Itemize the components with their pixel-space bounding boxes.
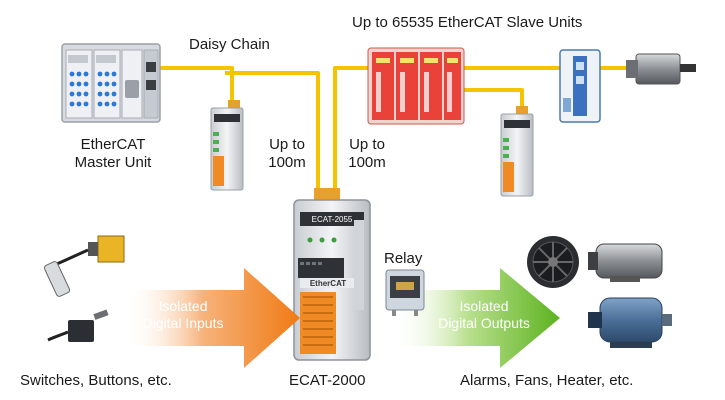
relay-component	[385, 269, 425, 316]
limit-switch	[47, 309, 109, 342]
distance-right-label: Up to 100m	[342, 136, 392, 172]
device-name-label: ECAT-2000	[289, 372, 366, 389]
device-model-marking: ECAT-2055	[312, 215, 353, 224]
daisy-chain-label: Daisy Chain	[189, 36, 270, 53]
distance-right-line1: Up to	[349, 136, 385, 153]
input-arrow	[124, 268, 300, 368]
ecat-device: ECAT-2055 EtherCAT	[293, 188, 371, 361]
gear-motor	[588, 243, 663, 282]
red-slave-units	[367, 47, 465, 125]
cable-device-to-red-slaves	[333, 66, 370, 218]
distance-left-line1: Up to	[269, 136, 305, 153]
slave-units-label: Up to 65535 EtherCAT Slave Units	[352, 14, 583, 31]
slave-module-1	[210, 100, 244, 191]
cable-master-to-slave1	[158, 66, 234, 106]
master-label-line2: Master Unit	[74, 154, 152, 171]
proximity-sensor	[51, 235, 125, 268]
master-unit-label: EtherCAT Master Unit	[58, 136, 168, 172]
inputs-label-line2: Digital Inputs	[142, 315, 224, 331]
relay-label: Relay	[384, 250, 423, 267]
outputs-label-line1: Isolated	[459, 298, 509, 314]
outputs-arrow-label: Isolated Digital Outputs	[424, 298, 544, 332]
cable-slave1-to-device	[225, 71, 320, 218]
master-unit	[61, 43, 161, 123]
outputs-label-line2: Digital Outputs	[438, 315, 530, 331]
electric-motor	[588, 297, 672, 348]
inputs-arrow-label: Isolated Digital Inputs	[128, 298, 238, 332]
device-brand-marking: EtherCAT	[310, 279, 346, 288]
axial-fan	[527, 236, 579, 288]
distance-right-line2: 100m	[348, 154, 386, 171]
ethercat-cables	[158, 66, 632, 218]
output-arrow	[392, 268, 560, 368]
cable-red-to-slave2	[462, 88, 524, 112]
master-label-line1: EtherCAT	[80, 136, 146, 153]
servo-motor	[626, 53, 696, 85]
slave-module-2	[500, 106, 534, 197]
alarms-label: Alarms, Fans, Heater, etc.	[460, 372, 634, 389]
inductive-sensor	[43, 261, 71, 297]
servo-drive	[559, 49, 601, 123]
inputs-label-line1: Isolated	[158, 298, 208, 314]
distance-left-label: Up to 100m	[262, 136, 312, 172]
switches-label: Switches, Buttons, etc.	[20, 372, 172, 389]
distance-left-line2: 100m	[268, 154, 306, 171]
